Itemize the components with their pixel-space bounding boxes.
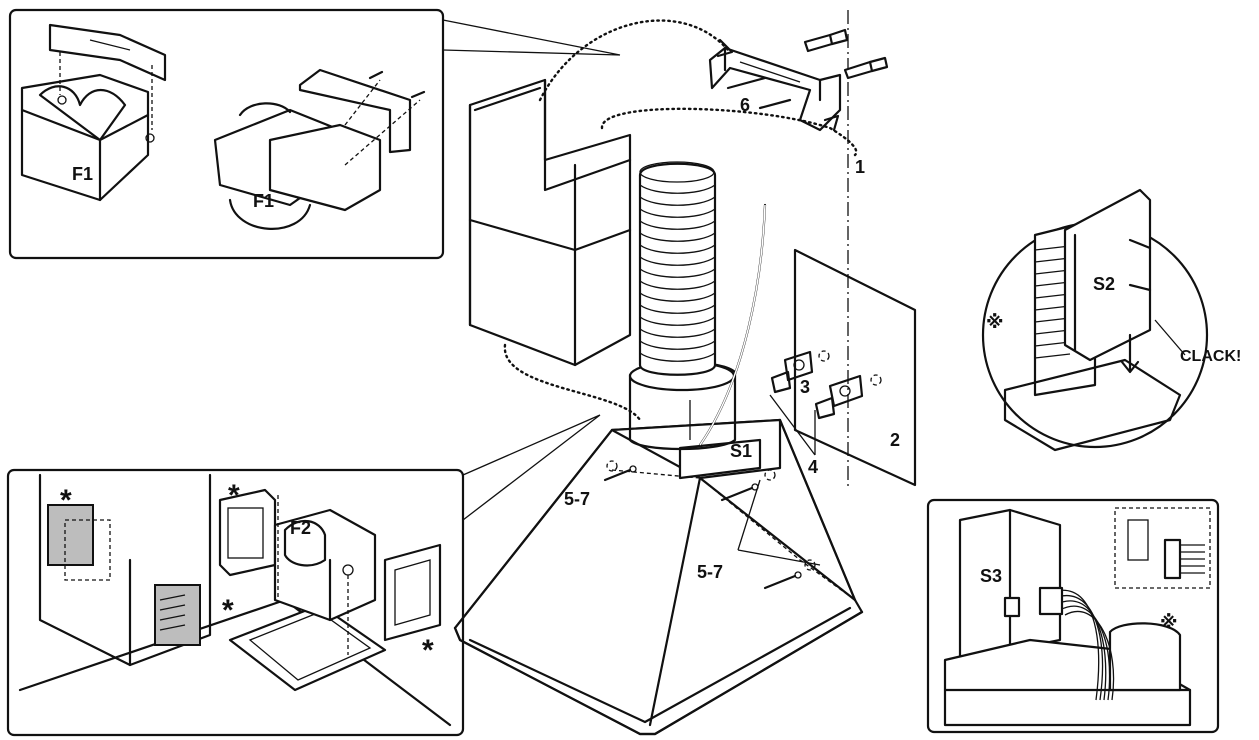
label-f1-left: F1 (72, 164, 93, 184)
asterisk-s2: ※ (986, 312, 1004, 332)
labels: F1 F1 F2 S1 S2 S3 CLACK! 1 2 3 4 6 5-7 5… (60, 95, 1241, 667)
label-step-3: 3 (800, 377, 810, 397)
inset-f1 (8, 8, 621, 260)
inset-s2 (981, 188, 1209, 452)
label-step-2: 2 (890, 430, 900, 450)
inset-s3 (926, 498, 1220, 734)
arrow-top (716, 38, 734, 58)
label-step-5-7-b: 5-7 (697, 562, 723, 582)
dotted-paths (503, 19, 858, 422)
small-brackets (770, 350, 882, 420)
label-step-4: 4 (808, 457, 818, 477)
leader-5-7 (737, 479, 821, 566)
chimney (468, 78, 632, 367)
label-s1: S1 (730, 441, 752, 461)
arrow-right (823, 114, 840, 132)
label-step-5-7-a: 5-7 (564, 489, 590, 509)
inset-f2 (6, 414, 601, 737)
label-step-6: 6 (740, 95, 750, 115)
asterisk-s3: ※ (1160, 612, 1178, 632)
wall-panel (793, 248, 917, 487)
label-s2: S2 (1093, 274, 1115, 294)
label-s3: S3 (980, 566, 1002, 586)
label-clack: CLACK! (1180, 348, 1241, 365)
asterisk-f2-wall: * (60, 484, 72, 517)
label-f1-right: F1 (253, 191, 274, 211)
hood-body (453, 418, 864, 736)
screws-5-7 (603, 460, 816, 590)
bracket (708, 46, 842, 132)
label-f2: F2 (290, 518, 311, 538)
asterisk-f2-frame: * (422, 634, 434, 667)
leader-4 (769, 394, 816, 456)
asterisk-f2-filter: * (228, 479, 240, 512)
wall-plugs (726, 28, 889, 110)
label-step-1: 1 (855, 157, 865, 177)
asterisk-f2-grille: * (222, 594, 234, 627)
flexible-duct (638, 161, 717, 376)
